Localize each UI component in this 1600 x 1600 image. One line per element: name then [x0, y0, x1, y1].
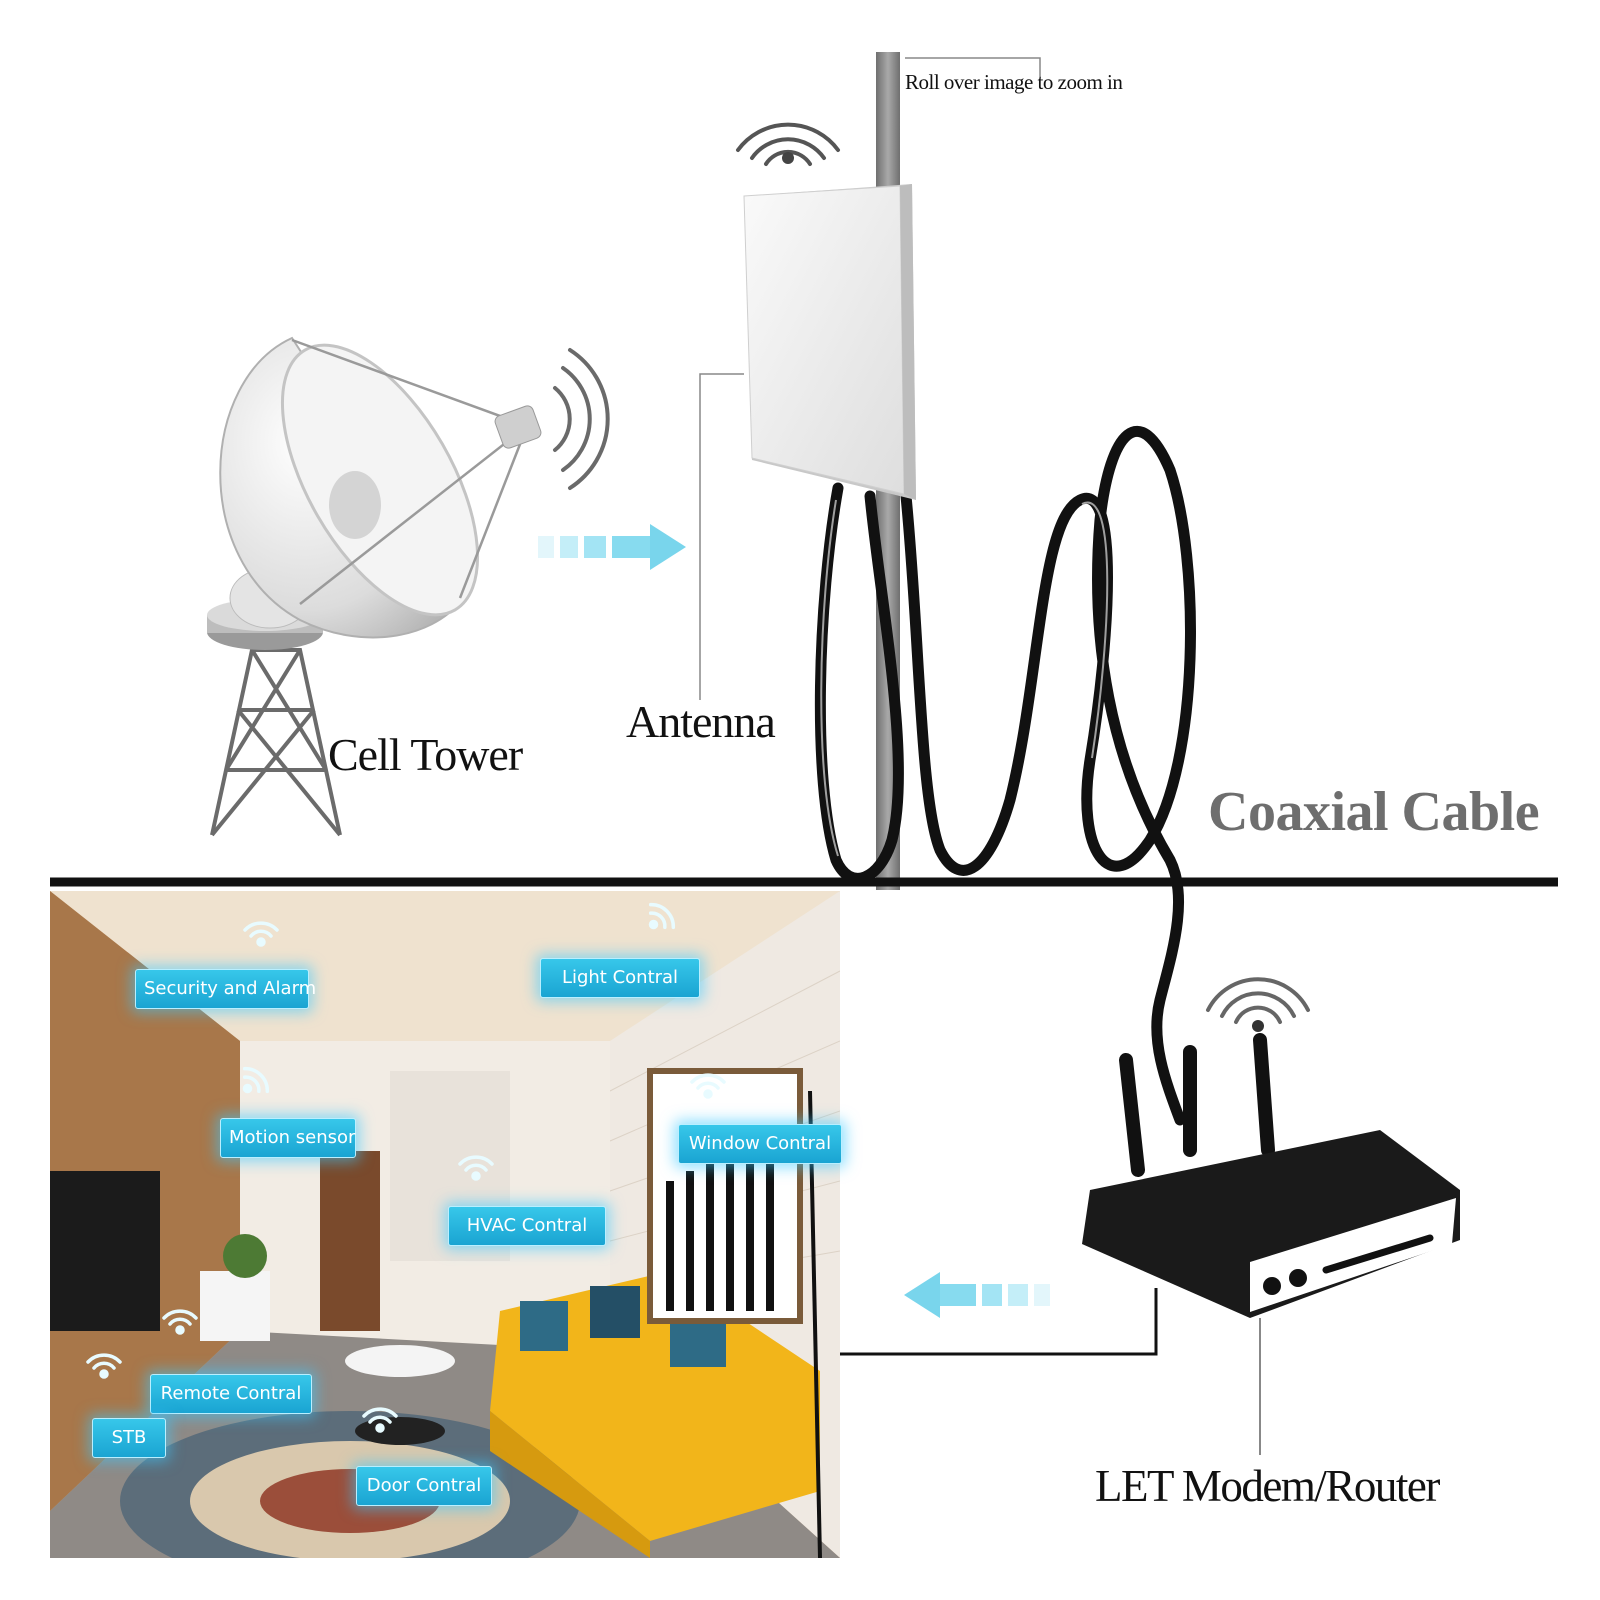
zoom-hint-leader [905, 57, 1041, 78]
satellite-dish-icon [207, 336, 610, 837]
tag-door-control: Door Contral [356, 1466, 492, 1506]
router-label: LET Modem/Router [1095, 1461, 1440, 1511]
zoom-hint-text: Roll over image to zoom in [905, 70, 1123, 94]
flow-arrow-icon [904, 1272, 1050, 1318]
router-icon [1082, 1033, 1460, 1318]
tag-security-and-alarm: Security and Alarm [135, 969, 316, 1009]
flow-arrow-icon [538, 524, 686, 570]
coaxial-cable [814, 425, 1196, 1126]
panel-antenna-icon [743, 184, 916, 500]
smart-home-room-photo [50, 891, 840, 1558]
tag-light-control: Light Contral [540, 958, 700, 998]
tag-stb: STB [92, 1418, 166, 1458]
antenna-label: Antenna [626, 696, 776, 747]
tag-remote-control: Remote Contral [150, 1374, 312, 1414]
coaxial-cable-label: Coaxial Cable [1208, 781, 1540, 843]
tag-hvac-control: HVAC Contral [448, 1206, 606, 1246]
room-illustration [50, 891, 840, 1558]
tag-window-control: Window Contral [678, 1124, 842, 1164]
wifi-signal-icon [736, 122, 840, 166]
wifi-signal-icon [1206, 977, 1310, 1032]
cell-tower-label: Cell Tower [328, 729, 523, 780]
router-connection-line [840, 1288, 1158, 1356]
cable-highlight [820, 499, 1109, 857]
antenna-leader [699, 373, 744, 700]
tag-motion-sensor: Motion sensor [220, 1118, 356, 1158]
